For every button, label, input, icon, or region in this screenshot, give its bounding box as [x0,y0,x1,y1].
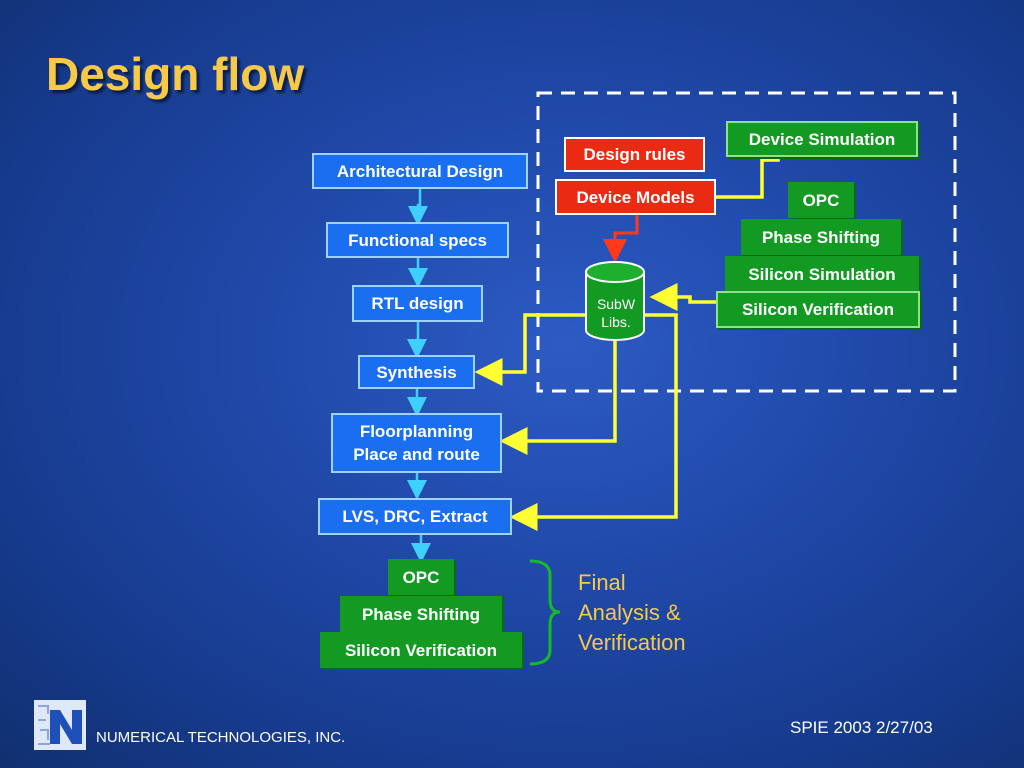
database-label-line-2: Libs. [601,314,631,330]
design-rules-box: Design rules [564,137,705,172]
final-silicon-verification-label: Silicon Verification [344,640,498,660]
synthesis-box: Synthesis [358,355,475,389]
connector-device-simulation-to-models [716,156,780,199]
footer-company: NUMERICAL TECHNOLOGIES, INC. [96,729,346,746]
silicon-simulation-label: Silicon Simulation [748,264,896,284]
library-opc-box: OPC [788,182,854,218]
architectural-design-label: Architectural Design [336,161,504,181]
final-label-line-3: Verification [578,630,686,655]
lvs-drc-extract-label: LVS, DRC, Extract [342,507,488,526]
silicon-simulation-box: Silicon Simulation [725,256,919,292]
library-phase-shifting-box: Phase Shifting [741,219,901,255]
floorplanning-label: Floorplanning [359,422,474,441]
final-phase-shifting-label: Phase Shifting [361,604,481,624]
connector-library-to-synthesis [474,313,587,386]
arrow-rtl-to-synthesis [407,322,427,359]
design-rules-label: Design rules [583,145,686,164]
synthesis-label: Synthesis [376,362,457,382]
arrow-arch-to-functional [408,187,428,226]
database-label-line-1: SubW [596,296,636,312]
device-models-label: Device Models [576,187,695,207]
final-phase-shifting-box: Phase Shifting [340,596,502,632]
final-brace [529,559,561,666]
library-boundary [536,91,957,393]
rtl-design-box: RTL design [352,285,483,322]
connector-verification-to-library [649,283,716,311]
library-phase-shifting-label: Phase Shifting [761,227,881,247]
library-silicon-verification-label: Silicon Verification [741,300,895,319]
final-label-line-1: Final [578,570,626,595]
slide-title: Design flow [46,48,305,100]
connector-models-to-database [603,214,639,263]
device-simulation-box: Device Simulation [726,121,918,157]
functional-specs-box: Functional specs [326,222,509,258]
device-simulation-label: Device Simulation [748,129,896,149]
final-silicon-verification-box: Silicon Verification [320,632,522,668]
final-opc-box: OPC [388,559,454,595]
database-label: SubW Libs. [588,295,644,331]
floorplanning-box: Floorplanning Place and route [331,413,502,473]
final-analysis-label: Final Analysis & Verification [578,568,686,658]
architectural-design-box: Architectural Design [312,153,528,189]
library-silicon-verification-box: Silicon Verification [716,291,920,328]
company-logo [34,700,86,750]
device-models-box: Device Models [555,179,716,215]
database-cylinder [585,261,645,341]
place-and-route-label: Place and route [353,445,480,464]
library-opc-label: OPC [802,190,840,210]
connector-library-to-lvs [509,313,678,531]
final-opc-label: OPC [402,567,440,587]
functional-specs-label: Functional specs [348,230,487,250]
final-label-line-2: Analysis & [578,600,681,625]
rtl-design-label: RTL design [371,294,464,313]
lvs-drc-extract-box: LVS, DRC, Extract [318,498,512,535]
connector-library-to-floorplanning [499,340,617,455]
footer-date: SPIE 2003 2/27/03 [790,718,933,737]
